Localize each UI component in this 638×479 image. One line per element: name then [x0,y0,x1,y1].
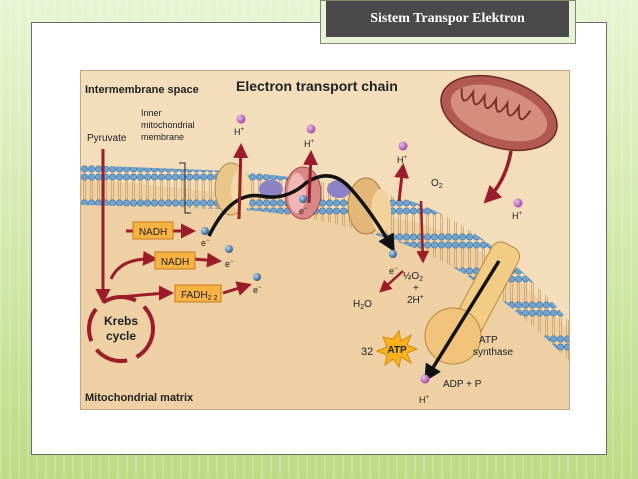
etc-figure: Krebs cycle NADH NADH FADH2 2 e− e− e− e… [80,70,570,410]
svg-text:H+: H+ [419,395,430,405]
atp-synthase-proton-path [424,260,501,382]
label-adp-p: ADP + P [443,379,482,390]
svg-text:H+: H+ [512,211,523,221]
label-pyruvate: Pyruvate [87,133,127,144]
label-inner-membrane-3: membrane [141,132,184,142]
label-o2: O2 [431,178,443,190]
svg-text:NADH: NADH [161,257,189,268]
krebs-cycle: Krebs cycle [87,295,155,363]
svg-text:H+: H+ [304,139,315,149]
svg-text:FADH2 2: FADH2 2 [181,290,218,302]
svg-text:e−: e− [201,238,210,248]
label-inner-membrane-2: mitochondrial [141,120,195,130]
proton-markers: H+ H+ H+ H+ H+ [234,114,523,405]
label-half-o2: ½O2 [403,271,423,283]
ubiquinone [259,180,283,198]
cytochrome-c [327,180,351,198]
krebs-label-1: Krebs [104,314,138,328]
label-2h: 2H+ [407,294,424,306]
label-atp-count: 32 [361,346,373,358]
fadh2-box: FADH2 2 [174,284,222,303]
figure-title: Electron transport chain [236,78,398,94]
slide-title: Sistem Transpor Elektron [326,1,569,37]
label-inner-membrane-1: Inner [141,108,162,118]
mitochondrion-illustration [440,74,558,152]
svg-text:e−: e− [389,266,398,276]
svg-text:e−: e− [253,285,262,295]
nadh-box-1: NADH [132,221,174,240]
svg-text:e−: e− [225,259,234,269]
electron-path [207,174,395,253]
svg-text:H+: H+ [234,127,245,137]
svg-text:e−: e− [299,206,308,216]
label-atp-synthase-2: synthase [473,347,513,358]
svg-text:NADH: NADH [139,227,167,238]
etc-diagram: Krebs cycle NADH NADH FADH2 2 e− e− e− e… [81,71,569,409]
label-plus: + [413,283,419,294]
label-intermembrane-space: Intermembrane space [85,84,199,96]
atp-star: ATP [375,329,419,369]
svg-text:H+: H+ [397,155,408,165]
electron-markers: e− e− e− e− e− [201,195,398,295]
krebs-label-2: cycle [106,329,136,343]
nadh-box-2: NADH [154,251,196,270]
label-mitochondrial-matrix: Mitochondrial matrix [85,392,194,404]
label-h2o: H2O [353,299,372,311]
svg-text:ATP: ATP [387,345,407,356]
label-atp-synthase-1: ATP [479,335,498,346]
slide-title-box: Sistem Transpor Elektron [320,0,576,44]
inner-membrane [81,165,569,361]
